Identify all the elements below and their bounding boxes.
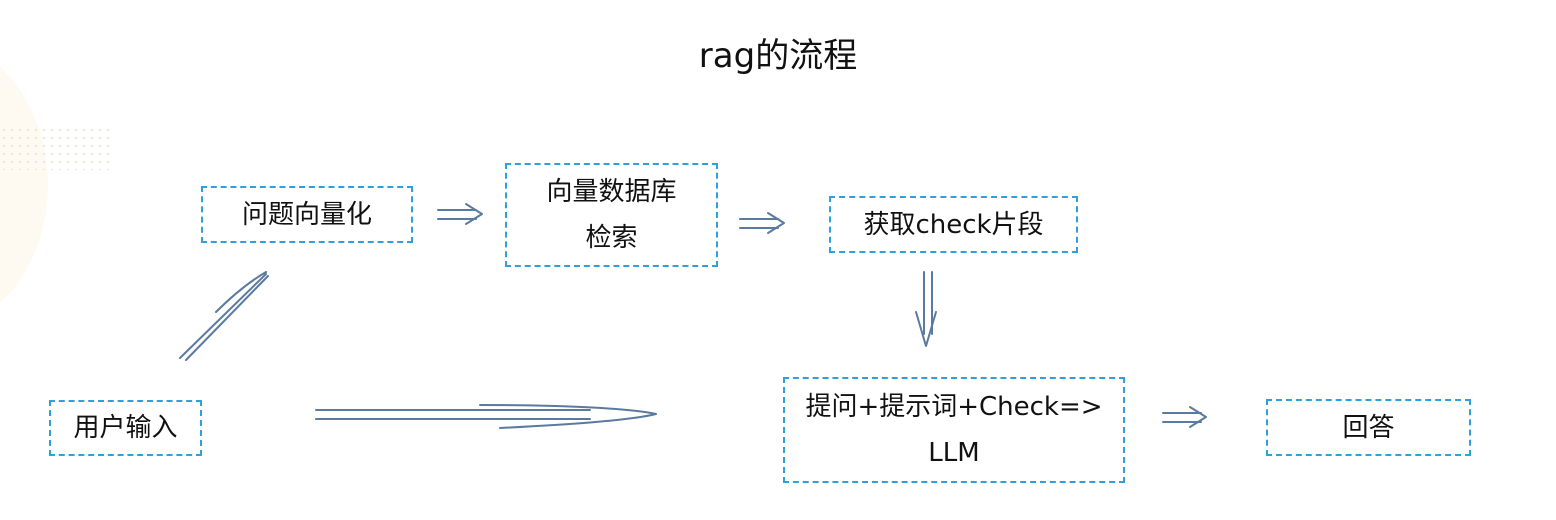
- node-get-chunks-label: 获取check片段: [863, 209, 1044, 240]
- node-get-chunks[interactable]: 获取check片段: [829, 196, 1078, 253]
- node-question-vectorize[interactable]: 问题向量化: [201, 186, 413, 243]
- arrow-chunks-to-prompt: [915, 271, 937, 347]
- node-question-vectorize-label: 问题向量化: [241, 199, 372, 230]
- node-prompt-llm-line1: 提问+提示词+Check=>: [805, 392, 1103, 422]
- node-user-input-label: 用户输入: [73, 413, 178, 443]
- arrow-input-to-prompt: [315, 404, 657, 429]
- diagram-title: rag的流程: [698, 36, 858, 76]
- arrow-prompt-to-answer: [1162, 406, 1207, 428]
- node-vector-db-search-line1: 向量数据库: [546, 177, 677, 207]
- arrow-db-to-chunks: [739, 212, 785, 234]
- node-vector-db-search[interactable]: 向量数据库 检索: [505, 163, 718, 267]
- node-answer[interactable]: 回答: [1266, 399, 1471, 456]
- node-vector-db-search-line2: 检索: [585, 223, 638, 253]
- node-user-input[interactable]: 用户输入: [49, 400, 202, 456]
- arrow-input-to-vectorize: [179, 271, 269, 361]
- arrow-vectorize-to-db: [437, 203, 483, 225]
- node-prompt-llm[interactable]: 提问+提示词+Check=> LLM: [783, 377, 1125, 483]
- node-answer-label: 回答: [1342, 412, 1395, 443]
- node-prompt-llm-line2: LLM: [928, 438, 980, 468]
- background-dots: [0, 126, 110, 170]
